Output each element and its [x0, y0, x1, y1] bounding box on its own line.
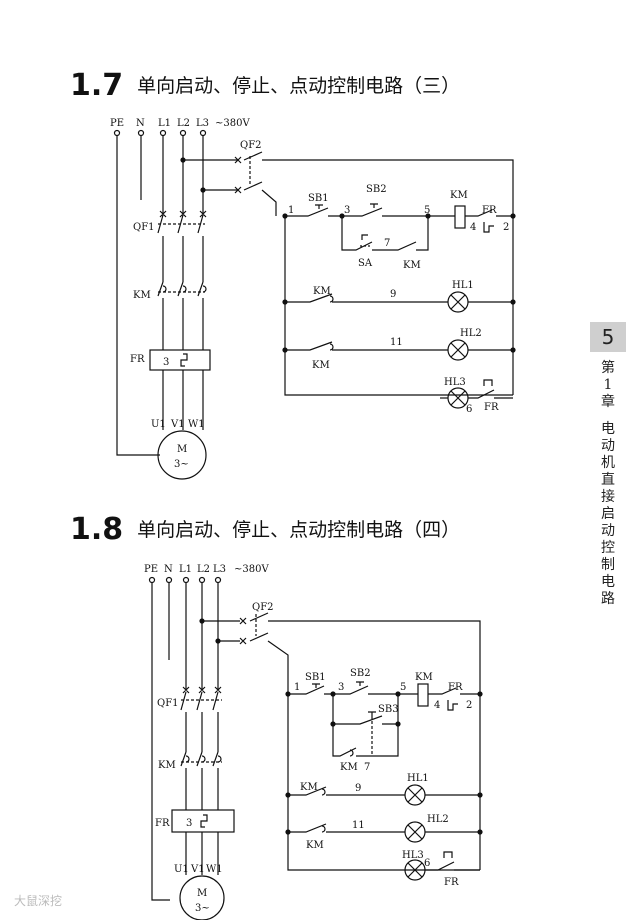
label-w1: W1	[188, 419, 205, 430]
label-u1: U1	[151, 419, 166, 430]
label-fr-main: FR	[130, 354, 145, 365]
section-number: 1.8	[70, 512, 124, 547]
label-hl2: HL2	[427, 814, 449, 825]
label-qf1: QF1	[157, 698, 179, 709]
chapter-suffix: 章	[601, 394, 615, 410]
node-5: 5	[400, 682, 406, 693]
label-sb1: SB1	[308, 193, 329, 204]
label-l1: L1	[158, 118, 171, 129]
chapter-char: 动	[601, 438, 615, 454]
label-n: N	[164, 564, 173, 575]
chapter-char: 机	[601, 455, 615, 471]
label-sb2: SB2	[350, 668, 371, 679]
node-7: 7	[384, 238, 390, 249]
chapter-prefix: 第	[601, 360, 615, 376]
chapter-char: 动	[601, 523, 615, 539]
label-n: N	[136, 118, 145, 129]
label-thermal-num: 3	[186, 818, 192, 829]
label-qf2: QF2	[252, 602, 274, 613]
section-title: 单向启动、停止、点动控制电路（三）	[137, 75, 461, 97]
label-thermal-num: 3	[163, 357, 169, 368]
node-4: 4	[434, 700, 440, 711]
label-km-hl2: KM	[312, 360, 330, 371]
label-qf1: QF1	[133, 222, 155, 233]
label-qf2: QF2	[240, 140, 262, 151]
label-pe: PE	[144, 564, 158, 575]
section-heading-1-8: 1.8 单向启动、停止、点动控制电路（四）	[70, 512, 460, 547]
label-voltage: ~380V	[215, 118, 250, 129]
label-hl3: HL3	[402, 850, 424, 861]
chapter-char: 接	[601, 489, 615, 505]
node-11: 11	[352, 820, 365, 831]
node-3: 3	[344, 205, 350, 216]
label-w1: W1	[206, 864, 223, 875]
node-2: 2	[503, 222, 509, 233]
label-km-main: KM	[158, 760, 176, 771]
label-hl1: HL1	[407, 773, 429, 784]
chapter-char: 路	[601, 591, 615, 607]
node-9: 9	[355, 783, 361, 794]
node-1: 1	[294, 682, 300, 693]
chapter-char: 制	[601, 557, 615, 573]
label-km-coil: KM	[415, 672, 433, 683]
label-l2: L2	[177, 118, 190, 129]
node-6: 6	[424, 858, 430, 869]
label-l3: L3	[213, 564, 226, 575]
label-motor-phase: 3~	[174, 459, 189, 470]
label-sb2: SB2	[366, 184, 387, 195]
label-km-main: KM	[133, 290, 151, 301]
watermark: 大鼠深挖	[14, 894, 63, 908]
label-l2: L2	[197, 564, 210, 575]
chapter-char: 电	[601, 421, 615, 437]
label-hl3: HL3	[444, 377, 466, 388]
node-7: 7	[364, 762, 370, 773]
label-hl1: HL1	[452, 280, 474, 291]
label-sb3: SB3	[378, 704, 399, 715]
section-title: 单向启动、停止、点动控制电路（四）	[137, 519, 461, 541]
label-km-hl1: KM	[300, 782, 318, 793]
label-pe: PE	[110, 118, 124, 129]
section-heading-1-7: 1.7 单向启动、停止、点动控制电路（三）	[70, 68, 460, 103]
label-l3: L3	[196, 118, 209, 129]
label-fr-rung1: FR	[448, 682, 463, 693]
chapter-char: 控	[601, 540, 615, 556]
label-km-hl2: KM	[306, 840, 324, 851]
node-3: 3	[338, 682, 344, 693]
label-u1: U1	[174, 864, 189, 875]
label-sa: SA	[358, 258, 373, 269]
node-2: 2	[466, 700, 472, 711]
label-motor: M	[197, 888, 207, 899]
node-5: 5	[424, 205, 430, 216]
label-fr-hl3: FR	[444, 877, 459, 888]
label-v1: V1	[170, 419, 185, 430]
label-voltage: ~380V	[234, 564, 269, 575]
chapter-char: 启	[601, 506, 615, 522]
chapter-char: 直	[601, 472, 615, 488]
label-motor: M	[177, 444, 187, 455]
label-fr-hl3: FR	[484, 402, 499, 413]
label-fr-main: FR	[155, 818, 170, 829]
node-1: 1	[288, 205, 294, 216]
label-km-hl1: KM	[313, 286, 331, 297]
label-motor-phase: 3~	[195, 903, 210, 914]
chapter-num: 1	[603, 377, 613, 393]
chapter-char: 电	[601, 574, 615, 590]
node-6: 6	[466, 404, 472, 415]
node-9: 9	[390, 289, 396, 300]
node-4: 4	[470, 222, 476, 233]
label-km-coil: KM	[450, 190, 468, 201]
section-number: 1.7	[70, 68, 124, 103]
label-hl2: HL2	[460, 328, 482, 339]
label-l1: L1	[179, 564, 192, 575]
label-v1: V1	[190, 864, 205, 875]
node-11: 11	[390, 337, 403, 348]
label-km-hold: KM	[340, 762, 358, 773]
chapter-side-title: 第 1 章 电 动 机 直 接 启 动 控 制 电 路	[594, 360, 622, 608]
chapter-tab: 5	[590, 322, 626, 352]
label-sb1: SB1	[305, 672, 326, 683]
label-km-hold: KM	[403, 260, 421, 271]
